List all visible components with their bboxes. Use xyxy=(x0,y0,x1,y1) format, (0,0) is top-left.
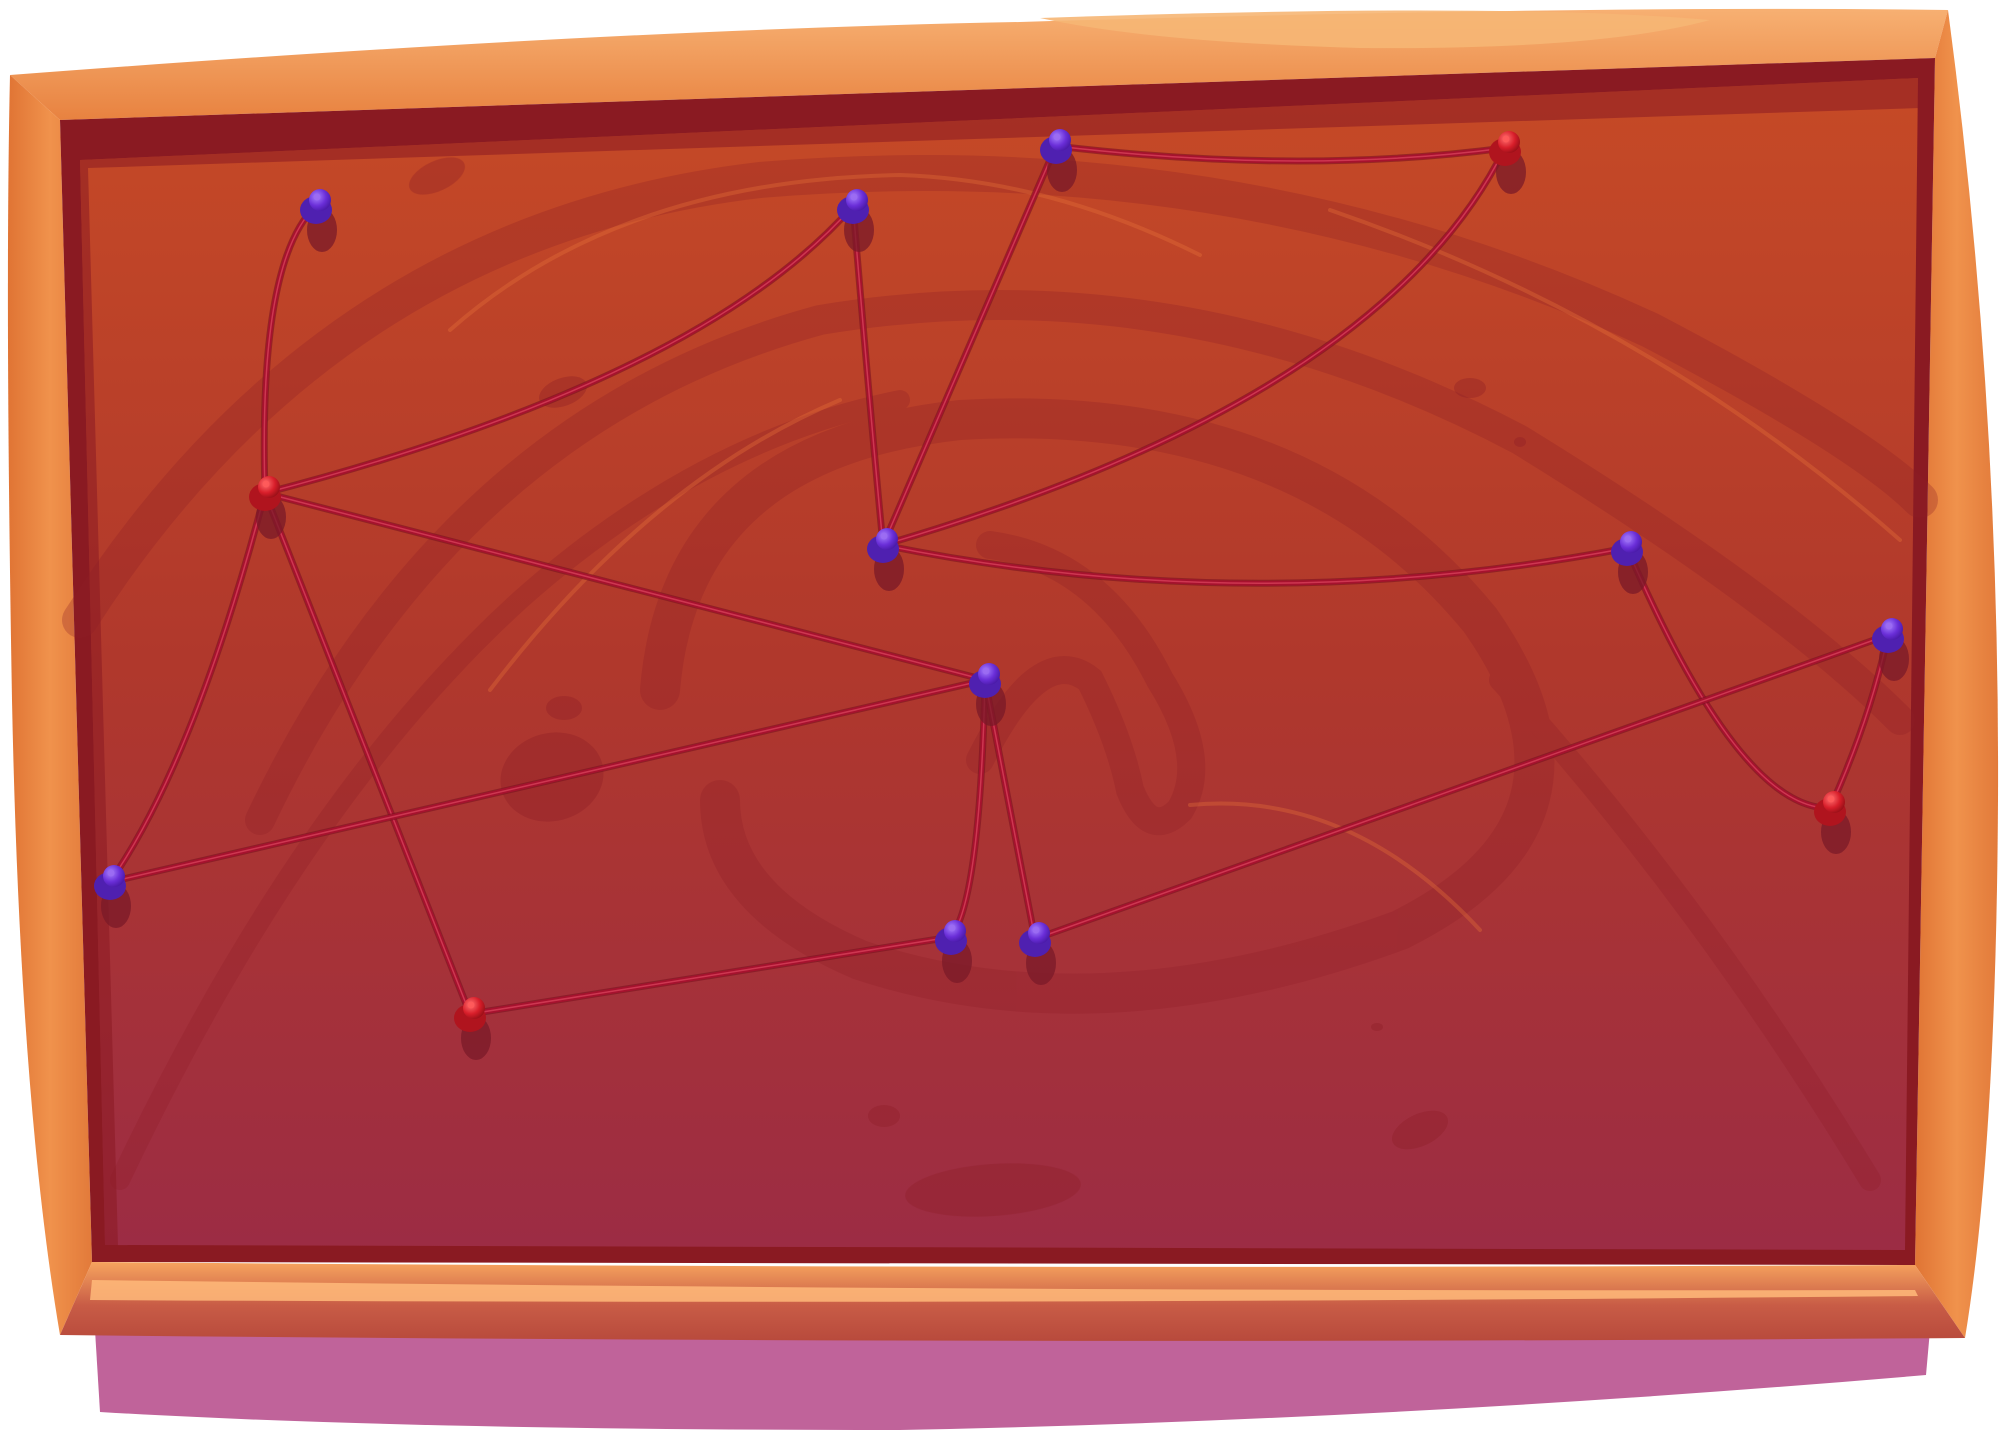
string-p10-p9 xyxy=(106,676,989,886)
pins-layer xyxy=(94,129,1909,1060)
pin-shine xyxy=(982,667,990,675)
blue-pin-p2[interactable] xyxy=(837,189,874,252)
board-base-shadow xyxy=(95,1330,1930,1430)
string-p7-p12 xyxy=(1623,544,1834,812)
red-pin-p12[interactable] xyxy=(1814,791,1851,854)
frame-bottom-highlight xyxy=(90,1280,1918,1302)
pin-shine xyxy=(107,869,115,877)
pin-shine xyxy=(1032,926,1040,934)
string-p2-p6 xyxy=(849,202,887,549)
blue-pin-p13[interactable] xyxy=(1019,922,1056,985)
frame-left xyxy=(7,75,93,1335)
pin-head xyxy=(1498,131,1520,153)
string-p5-p2 xyxy=(261,202,857,497)
blue-pin-p1[interactable] xyxy=(300,189,337,252)
pin-head xyxy=(103,865,125,887)
pin-head xyxy=(1049,129,1071,151)
frame-right xyxy=(1915,10,1999,1338)
pin-shine xyxy=(880,532,888,540)
string-p6-p4 xyxy=(879,144,1509,549)
board-surface xyxy=(80,78,1918,1250)
pin-shine xyxy=(1624,535,1632,543)
blue-pin-p8[interactable] xyxy=(1872,618,1909,681)
pin-head xyxy=(1620,531,1642,553)
pin-head xyxy=(1823,791,1845,813)
pin-head xyxy=(258,476,280,498)
red-pin-p14[interactable] xyxy=(454,997,491,1060)
pin-head xyxy=(846,189,868,211)
pin-head xyxy=(944,920,966,942)
blue-pin-p3[interactable] xyxy=(1040,129,1077,192)
pin-head xyxy=(463,997,485,1019)
red-pin-p4[interactable] xyxy=(1489,131,1526,194)
string-p5-p9 xyxy=(261,489,989,684)
pin-head xyxy=(876,528,898,550)
blue-pin-p7[interactable] xyxy=(1611,531,1648,594)
blue-pin-p11[interactable] xyxy=(935,920,972,983)
pin-shine xyxy=(850,193,858,201)
string-p6-p7 xyxy=(879,541,1631,587)
pin-shine xyxy=(1885,622,1893,630)
blue-pin-p9[interactable] xyxy=(969,663,1006,726)
pin-shine xyxy=(313,193,321,201)
pin-head xyxy=(1881,618,1903,640)
string-p5-p14 xyxy=(261,489,474,1018)
string-p3-p6 xyxy=(879,142,1060,549)
pin-head xyxy=(978,663,1000,685)
pin-shine xyxy=(1053,133,1061,141)
board-swirl-pattern xyxy=(62,155,1938,1191)
string-p8-p13 xyxy=(1031,631,1892,943)
frame-top-highlight xyxy=(1040,10,1710,49)
string-p5-p10 xyxy=(106,489,269,886)
pin-shine xyxy=(467,1001,475,1009)
pin-head xyxy=(309,189,331,211)
red-pin-p5[interactable] xyxy=(249,476,286,539)
blue-pin-p10[interactable] xyxy=(94,865,131,928)
pin-shine xyxy=(948,924,956,932)
pin-shine xyxy=(262,480,270,488)
string-p1-p5 xyxy=(260,202,320,497)
pin-shine xyxy=(1502,135,1510,143)
string-p3-p4 xyxy=(1052,142,1509,165)
string-p11-p14 xyxy=(466,933,955,1018)
blue-pin-p6[interactable] xyxy=(867,528,904,591)
pin-head xyxy=(1028,922,1050,944)
pin-shine xyxy=(1827,795,1835,803)
